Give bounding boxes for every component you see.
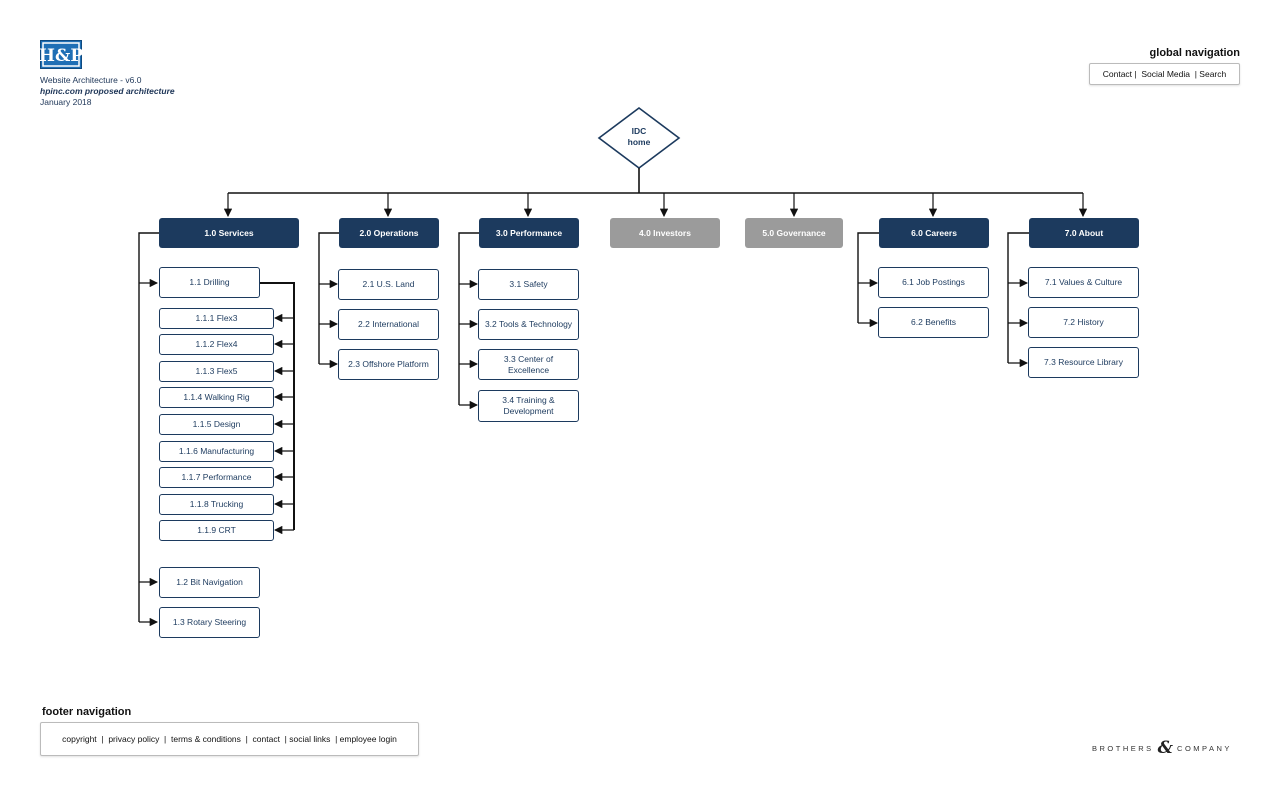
page-safety[interactable]: 3.1 Safety	[478, 269, 579, 300]
section-performance[interactable]: 3.0 Performance	[479, 218, 579, 248]
date-text: January 2018	[40, 97, 92, 107]
section-investors[interactable]: 4.0 Investors	[610, 218, 720, 248]
page-flex5[interactable]: 1.1.3 Flex5	[159, 361, 274, 382]
hp-logo[interactable]: H&P	[39, 40, 83, 69]
page-manufacturing[interactable]: 1.1.6 Manufacturing	[159, 441, 274, 462]
page-bit-navigation[interactable]: 1.2 Bit Navigation	[159, 567, 260, 598]
section-governance[interactable]: 5.0 Governance	[745, 218, 843, 248]
page-walking-rig[interactable]: 1.1.4 Walking Rig	[159, 387, 274, 408]
document-meta: Website Architecture - v6.0 hpinc.com pr…	[40, 75, 175, 108]
page-drilling[interactable]: 1.1 Drilling	[159, 267, 260, 298]
page-job-postings[interactable]: 6.1 Job Postings	[878, 267, 989, 298]
page-resource-library[interactable]: 7.3 Resource Library	[1028, 347, 1139, 378]
page-flex3[interactable]: 1.1.1 Flex3	[159, 308, 274, 329]
brand-left: BROTHERS	[1092, 743, 1154, 753]
page-center-of-excellence[interactable]: 3.3 Center of Excellence	[478, 349, 579, 380]
brand-right: COMPANY	[1177, 743, 1232, 753]
page-training-development[interactable]: 3.4 Training & Development	[478, 390, 579, 422]
page-rotary-steering[interactable]: 1.3 Rotary Steering	[159, 607, 260, 638]
section-services[interactable]: 1.0 Services	[159, 218, 299, 248]
page-tools-technology[interactable]: 3.2 Tools & Technology	[478, 309, 579, 340]
page-design[interactable]: 1.1.5 Design	[159, 414, 274, 435]
home-label-line2: home	[627, 137, 651, 147]
brand-logo: BROTHERS & COMPANY	[1092, 738, 1238, 758]
footer-nav-title: footer navigation	[42, 706, 132, 718]
global-nav-box[interactable]: Contact | Social Media | Search	[1089, 63, 1240, 85]
page-crt[interactable]: 1.1.9 CRT	[159, 520, 274, 541]
version-text: Website Architecture - v6.0	[40, 75, 142, 85]
home-label-line1: IDC	[631, 126, 647, 136]
footer-nav-box[interactable]: copyright | privacy policy | terms & con…	[40, 722, 419, 756]
page-offshore-platform[interactable]: 2.3 Offshore Platform	[338, 349, 439, 380]
subtitle-text: hpinc.com proposed architecture	[40, 86, 175, 96]
page-performance-rig[interactable]: 1.1.7 Performance	[159, 467, 274, 488]
page-us-land[interactable]: 2.1 U.S. Land	[338, 269, 439, 300]
page-international[interactable]: 2.2 International	[338, 309, 439, 340]
home-label[interactable]: IDC home	[599, 126, 679, 148]
page-benefits[interactable]: 6.2 Benefits	[878, 307, 989, 338]
page-trucking[interactable]: 1.1.8 Trucking	[159, 494, 274, 515]
footer-nav-links[interactable]: copyright | privacy policy | terms & con…	[62, 734, 397, 744]
page-history[interactable]: 7.2 History	[1028, 307, 1139, 338]
section-careers[interactable]: 6.0 Careers	[879, 218, 989, 248]
brand-amp: &	[1157, 738, 1174, 758]
section-operations[interactable]: 2.0 Operations	[339, 218, 439, 248]
page-flex4[interactable]: 1.1.2 Flex4	[159, 334, 274, 355]
global-nav-links[interactable]: Contact | Social Media | Search	[1102, 69, 1227, 79]
page-values-culture[interactable]: 7.1 Values & Culture	[1028, 267, 1139, 298]
svg-text:H&P: H&P	[40, 46, 82, 66]
section-about[interactable]: 7.0 About	[1029, 218, 1139, 248]
global-nav-title: global navigation	[1149, 47, 1240, 59]
